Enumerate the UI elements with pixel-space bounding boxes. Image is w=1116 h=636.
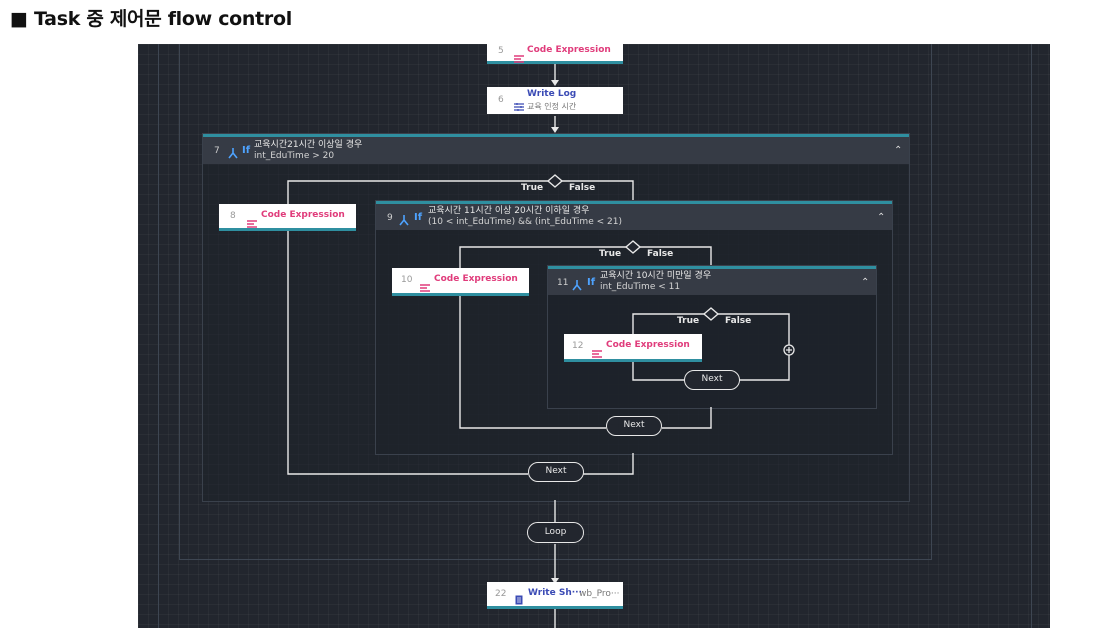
if-title: 교육시간21시간 이상일 경우	[254, 140, 363, 150]
node-subtitle: 교육 인정 시간	[527, 102, 577, 111]
next-pill-if11[interactable]: Next	[684, 370, 740, 390]
if-branch-icon	[571, 276, 583, 295]
code-expression-node-10[interactable]: 10 Code Expression	[392, 268, 529, 296]
node-title: Write Log	[527, 89, 577, 99]
node-number: 10	[401, 275, 413, 285]
if-header-7[interactable]: 7 If 교육시간21시간 이상일 경우 int_EduTime > 20 ⌃	[203, 134, 909, 164]
if-keyword: If	[242, 145, 251, 156]
code-expression-node-12[interactable]: 12 Code Expression	[564, 334, 702, 362]
if-keyword: If	[587, 277, 596, 288]
code-expression-icon	[514, 48, 524, 67]
node-title: Code Expression	[261, 210, 345, 220]
node-number: 8	[230, 211, 236, 221]
node-title: Code Expression	[606, 340, 690, 350]
outer-task-frame	[158, 44, 1032, 628]
workflow-canvas[interactable]: 7 If 교육시간21시간 이상일 경우 int_EduTime > 20 ⌃ …	[138, 44, 1050, 628]
loop-pill[interactable]: Loop	[527, 522, 584, 543]
if-branch-icon	[227, 144, 239, 163]
if-condition: (10 < int_EduTime) && (int_EduTime < 21)	[428, 217, 622, 227]
if-header-9[interactable]: 9 If 교육시간 11시간 이상 20시간 이하일 경우 (10 < int_…	[376, 201, 892, 230]
if-condition: int_EduTime > 20	[254, 151, 335, 161]
if-header-11[interactable]: 11 If 교육시간 10시간 미만일 경우 int_EduTime < 11 …	[548, 266, 876, 295]
page-heading: ■ Task 중 제어문 flow control	[10, 8, 292, 30]
node-number: 5	[498, 46, 504, 56]
next-pill-if9[interactable]: Next	[606, 416, 662, 436]
next-pill-if7[interactable]: Next	[528, 462, 584, 482]
false-label: False	[647, 249, 674, 259]
add-node-icon[interactable]	[783, 341, 795, 360]
excel-sheet-icon	[515, 590, 523, 609]
code-expression-icon	[420, 277, 430, 296]
if-title: 교육시간 11시간 이상 20시간 이하일 경우	[428, 206, 590, 216]
code-expression-icon	[592, 343, 602, 362]
code-expression-node-8[interactable]: 8 Code Expression	[219, 204, 356, 231]
node-title: Code Expression	[527, 45, 611, 55]
write-log-node-6[interactable]: 6 Write Log 교육 인정 시간	[487, 87, 623, 114]
if-condition: int_EduTime < 11	[600, 282, 681, 292]
true-label: True	[599, 249, 622, 259]
true-label: True	[521, 183, 544, 193]
write-log-icon	[514, 96, 524, 115]
node-number: 6	[498, 95, 504, 105]
if-number: 9	[387, 213, 393, 223]
node-number: 12	[572, 341, 584, 351]
node-title: Code Expression	[434, 274, 518, 284]
node-subtitle: wb_Pro···	[579, 589, 620, 599]
write-sheet-node-22[interactable]: 22 Write Sh··· wb_Pro···	[487, 582, 623, 609]
connector-lines	[287, 64, 790, 628]
code-expression-node-5[interactable]: 5 Code Expression	[487, 44, 623, 64]
code-expression-icon	[247, 213, 257, 232]
false-label: False	[725, 316, 752, 326]
if-number: 11	[557, 278, 569, 288]
true-label: True	[677, 316, 700, 326]
if-number: 7	[214, 146, 220, 156]
if-title: 교육시간 10시간 미만일 경우	[600, 271, 712, 281]
if-branch-icon	[398, 211, 410, 230]
collapse-caret-icon[interactable]: ⌃	[877, 212, 886, 223]
node-title: Write Sh···	[528, 588, 582, 598]
collapse-caret-icon[interactable]: ⌃	[861, 277, 870, 288]
node-number: 22	[495, 589, 507, 599]
collapse-caret-icon[interactable]: ⌃	[894, 145, 903, 156]
false-label: False	[569, 183, 596, 193]
if-keyword: If	[414, 212, 423, 223]
